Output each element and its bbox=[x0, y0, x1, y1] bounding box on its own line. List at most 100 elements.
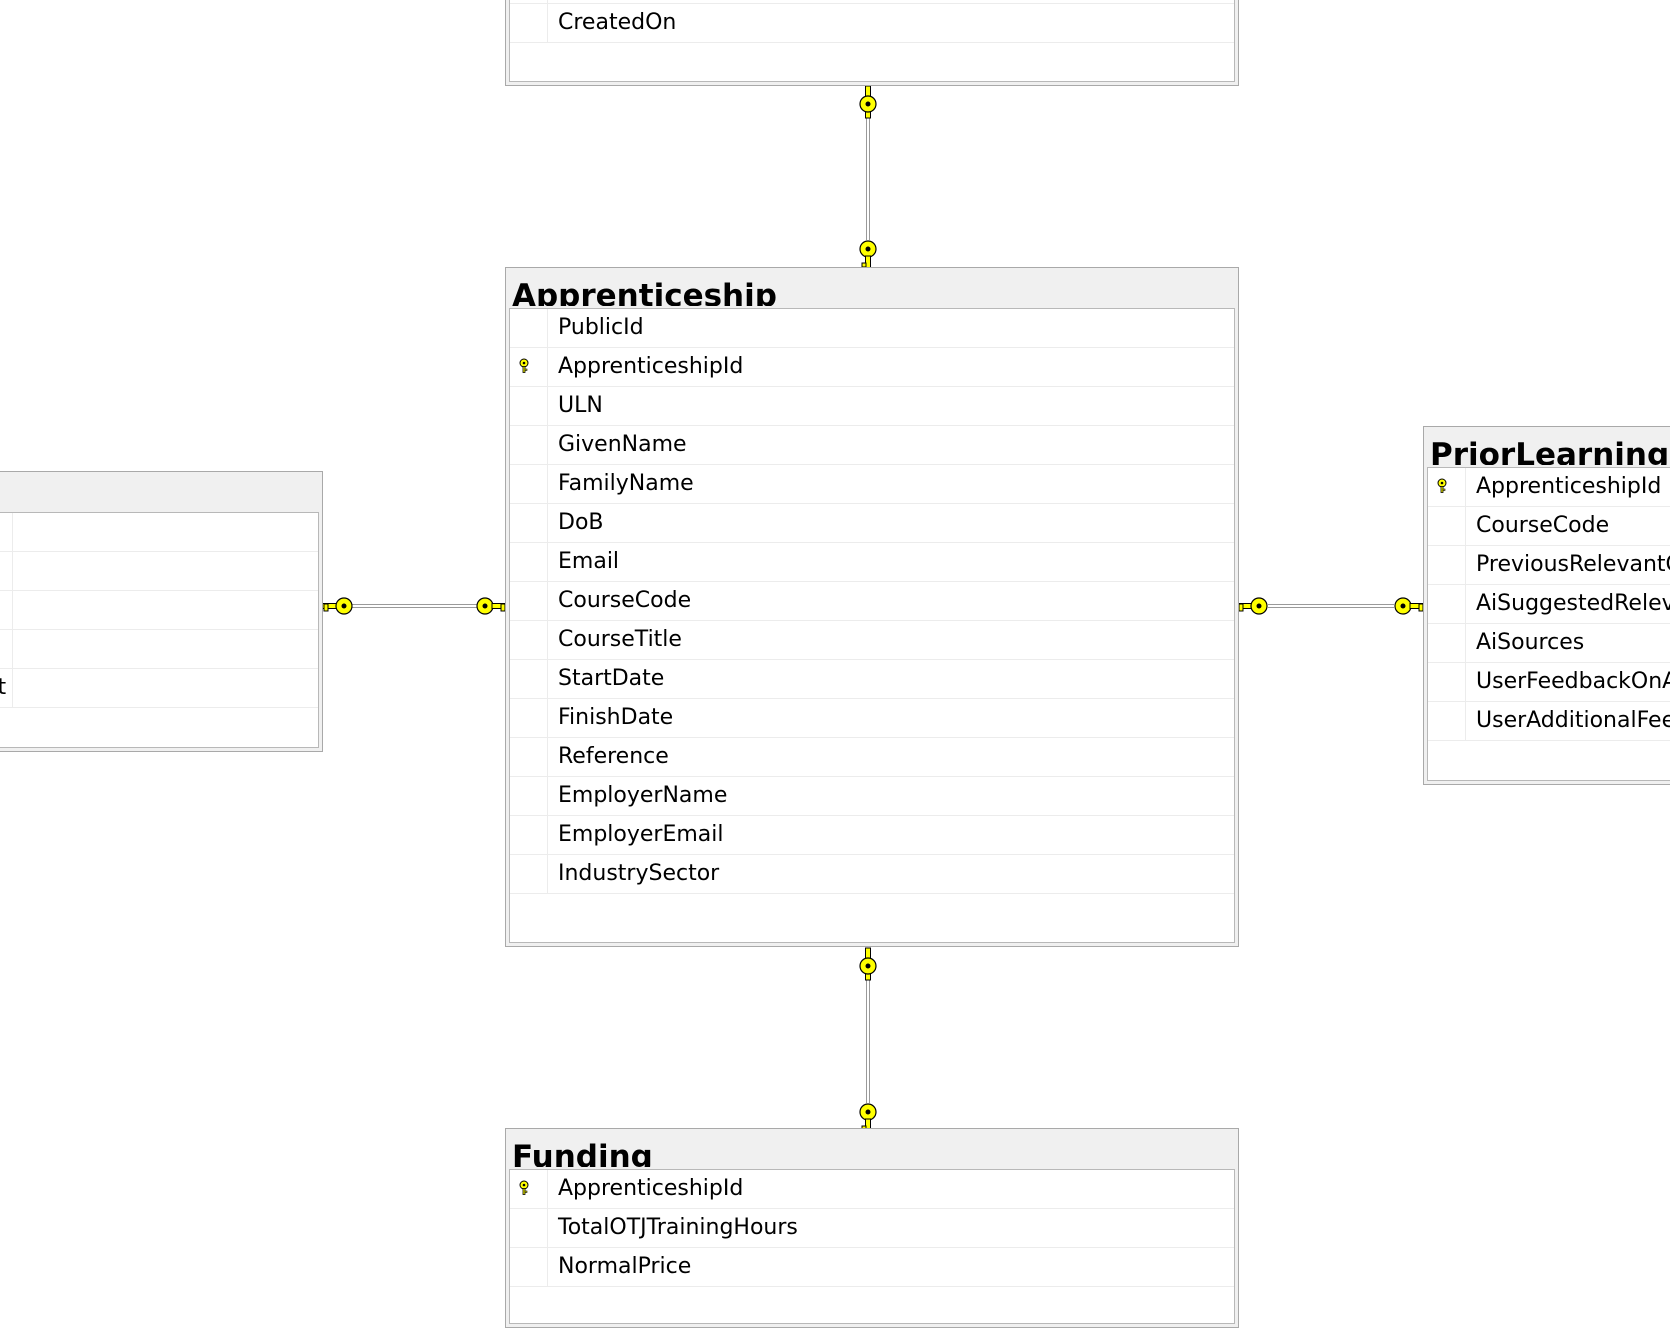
table-row[interactable]: DoB bbox=[510, 504, 1234, 543]
table-row[interactable] bbox=[0, 630, 318, 669]
column-name: CreatedOn bbox=[558, 10, 677, 35]
table-row[interactable] bbox=[510, 0, 1234, 4]
row-gutter bbox=[510, 1248, 548, 1286]
column-name: ort bbox=[0, 669, 6, 707]
row-gutter bbox=[1428, 702, 1466, 740]
key-endpoint-icon bbox=[859, 240, 877, 271]
key-endpoint-icon bbox=[1394, 597, 1429, 615]
table-row[interactable]: CourseCode bbox=[510, 582, 1234, 621]
table-row[interactable]: UserAdditionalFee bbox=[1428, 702, 1670, 741]
table-row[interactable] bbox=[0, 591, 318, 630]
table-row[interactable]: CourseCode bbox=[1428, 507, 1670, 546]
column-name: TotalOTJTrainingHours bbox=[558, 1215, 798, 1240]
table-row[interactable]: EmployerEmail bbox=[510, 816, 1234, 855]
row-gutter bbox=[0, 552, 13, 590]
row-gutter bbox=[0, 630, 13, 668]
column-name: Reference bbox=[558, 744, 669, 769]
table-row[interactable]: ApprenticeshipId bbox=[1428, 468, 1670, 507]
relationship-connectors bbox=[321, 85, 1429, 1134]
table-row[interactable]: FamilyName bbox=[510, 465, 1234, 504]
row-gutter bbox=[510, 699, 548, 737]
key-endpoint-icon bbox=[476, 597, 511, 615]
table-title: PriorLearningQu bbox=[1430, 437, 1670, 465]
column-name: ApprenticeshipId bbox=[558, 1176, 744, 1201]
table-row[interactable]: GivenName bbox=[510, 426, 1234, 465]
column-name: FinishDate bbox=[558, 705, 674, 730]
row-gutter bbox=[1428, 585, 1466, 623]
table-row[interactable]: ApprenticeshipId bbox=[510, 1170, 1234, 1209]
table-body: CreatedOn bbox=[509, 0, 1235, 82]
table-row[interactable]: EmployerName bbox=[510, 777, 1234, 816]
table-row[interactable]: ULN bbox=[510, 387, 1234, 426]
column-name: NormalPrice bbox=[558, 1254, 692, 1279]
row-gutter bbox=[510, 4, 548, 42]
table-row[interactable] bbox=[0, 513, 318, 552]
table-row[interactable]: NormalPrice bbox=[510, 1248, 1234, 1287]
table-row[interactable]: Email bbox=[510, 543, 1234, 582]
column-name: CourseTitle bbox=[558, 627, 682, 652]
column-name: UserAdditionalFee bbox=[1476, 708, 1670, 733]
row-gutter bbox=[0, 513, 13, 551]
table-left[interactable]: ort bbox=[0, 471, 323, 752]
primary-key-icon bbox=[518, 1180, 530, 1196]
column-name: Email bbox=[558, 549, 620, 574]
table-row[interactable]: CourseTitle bbox=[510, 621, 1234, 660]
column-name: UserFeedbackOnA bbox=[1476, 669, 1670, 694]
row-gutter bbox=[1428, 546, 1466, 584]
primary-key-icon bbox=[1436, 478, 1448, 494]
table-row[interactable]: AiSuggestedRelev bbox=[1428, 585, 1670, 624]
table-row[interactable]: PublicId bbox=[510, 309, 1234, 348]
column-name: StartDate bbox=[558, 666, 665, 691]
column-name: GivenName bbox=[558, 432, 687, 457]
row-gutter bbox=[510, 543, 548, 581]
table-row[interactable]: AiSources bbox=[1428, 624, 1670, 663]
row-gutter bbox=[510, 387, 548, 425]
column-name: DoB bbox=[558, 510, 604, 535]
row-gutter bbox=[510, 426, 548, 464]
table-row[interactable]: UserFeedbackOnA bbox=[1428, 663, 1670, 702]
table-row[interactable] bbox=[0, 552, 318, 591]
column-name: EmployerEmail bbox=[558, 822, 724, 847]
table-row[interactable]: ApprenticeshipId bbox=[510, 348, 1234, 387]
row-gutter bbox=[510, 738, 548, 776]
table-row[interactable]: TotalOTJTrainingHours bbox=[510, 1209, 1234, 1248]
row-gutter bbox=[510, 465, 548, 503]
column-name: ULN bbox=[558, 393, 603, 418]
key-endpoint-icon bbox=[321, 597, 353, 615]
column-name: AiSources bbox=[1476, 630, 1585, 655]
column-name: EmployerName bbox=[558, 783, 728, 808]
row-gutter bbox=[1428, 468, 1466, 506]
row-gutter bbox=[0, 591, 13, 629]
row-gutter bbox=[510, 309, 548, 347]
column-name: AiSuggestedRelev bbox=[1476, 591, 1670, 616]
row-gutter bbox=[510, 816, 548, 854]
row-gutter bbox=[1428, 663, 1466, 701]
row-gutter bbox=[510, 1170, 548, 1208]
table-row[interactable]: Reference bbox=[510, 738, 1234, 777]
key-endpoint-icon bbox=[859, 85, 877, 119]
row-gutter bbox=[510, 504, 548, 542]
table-row[interactable]: StartDate bbox=[510, 660, 1234, 699]
row-gutter bbox=[1428, 507, 1466, 545]
row-gutter bbox=[510, 855, 548, 893]
table-prior-learning[interactable]: PriorLearningQu ApprenticeshipIdCourseCo… bbox=[1423, 426, 1670, 785]
column-name: ApprenticeshipId bbox=[1476, 474, 1662, 499]
table-row[interactable]: IndustrySector bbox=[510, 855, 1234, 894]
row-gutter bbox=[510, 777, 548, 815]
row-gutter bbox=[510, 1209, 548, 1247]
table-row[interactable]: CreatedOn bbox=[510, 4, 1234, 43]
table-top[interactable]: CreatedOn bbox=[505, 0, 1239, 86]
row-gutter bbox=[510, 621, 548, 659]
table-body: ort bbox=[0, 512, 319, 748]
row-gutter bbox=[510, 660, 548, 698]
table-row[interactable]: ort bbox=[0, 669, 318, 708]
table-row[interactable]: FinishDate bbox=[510, 699, 1234, 738]
table-row[interactable]: PreviousRelevantC bbox=[1428, 546, 1670, 585]
column-name: FamilyName bbox=[558, 471, 694, 496]
column-name: IndustrySector bbox=[558, 861, 720, 886]
column-name: CourseCode bbox=[1476, 513, 1610, 538]
